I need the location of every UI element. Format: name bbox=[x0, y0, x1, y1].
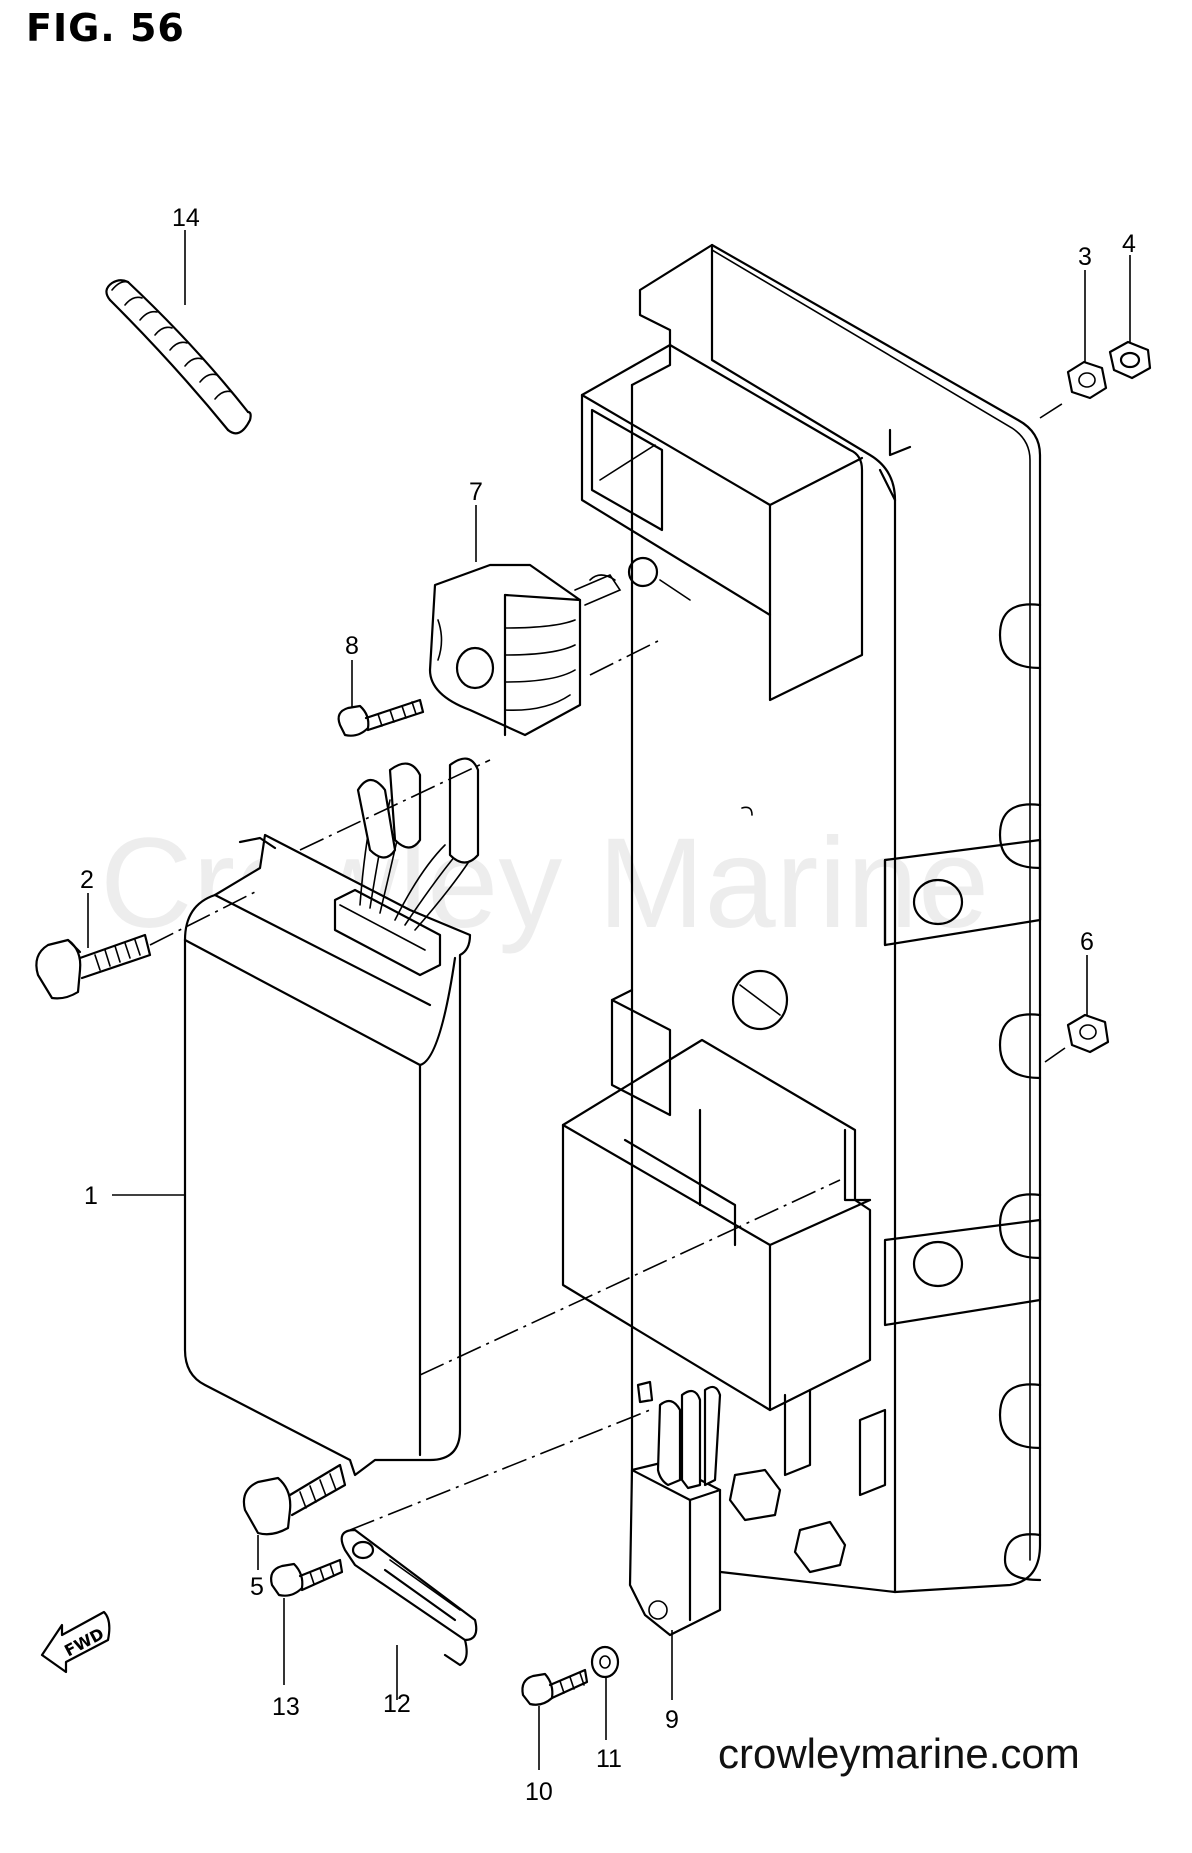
callout-14: 14 bbox=[172, 204, 200, 232]
nut-6 bbox=[1066, 1013, 1110, 1054]
bolt-long bbox=[35, 933, 152, 1000]
mounting-bracket bbox=[561, 243, 1042, 1594]
nut-4 bbox=[1108, 340, 1152, 380]
callouts: 14 3 4 7 8 2 6 1 5 13 12 9 11 10 bbox=[80, 204, 1136, 1806]
callout-8: 8 bbox=[345, 632, 359, 660]
callout-2: 2 bbox=[80, 866, 94, 894]
rectifier bbox=[428, 563, 622, 737]
fwd-arrow-icon: FWD bbox=[40, 1610, 111, 1674]
callout-12: 12 bbox=[383, 1690, 411, 1718]
nut-3 bbox=[1066, 360, 1108, 400]
callout-13: 13 bbox=[272, 1693, 300, 1721]
leader-lines bbox=[87, 230, 1131, 1770]
callout-11: 11 bbox=[596, 1745, 622, 1773]
callout-5: 5 bbox=[250, 1573, 264, 1601]
callout-3: 3 bbox=[1078, 243, 1092, 271]
washer-11 bbox=[590, 1645, 620, 1679]
site-url[interactable]: crowleymarine.com bbox=[718, 1730, 1080, 1777]
screw-8 bbox=[337, 698, 425, 737]
callout-10: 10 bbox=[525, 1778, 553, 1806]
callout-1: 1 bbox=[84, 1182, 98, 1210]
sensor-module bbox=[628, 1380, 722, 1637]
screw-13 bbox=[270, 1558, 344, 1597]
bolt-short bbox=[242, 1463, 347, 1536]
control-unit bbox=[183, 757, 480, 1477]
callout-6: 6 bbox=[1080, 928, 1094, 956]
figure-title: FIG. 56 bbox=[26, 6, 185, 50]
clamp bbox=[340, 1528, 478, 1667]
screw-10 bbox=[521, 1668, 589, 1706]
assembly-lines bbox=[149, 401, 1066, 1531]
spiral-sleeve bbox=[105, 279, 252, 435]
callout-4: 4 bbox=[1122, 230, 1136, 258]
callout-7: 7 bbox=[469, 478, 483, 506]
callout-9: 9 bbox=[665, 1706, 679, 1734]
